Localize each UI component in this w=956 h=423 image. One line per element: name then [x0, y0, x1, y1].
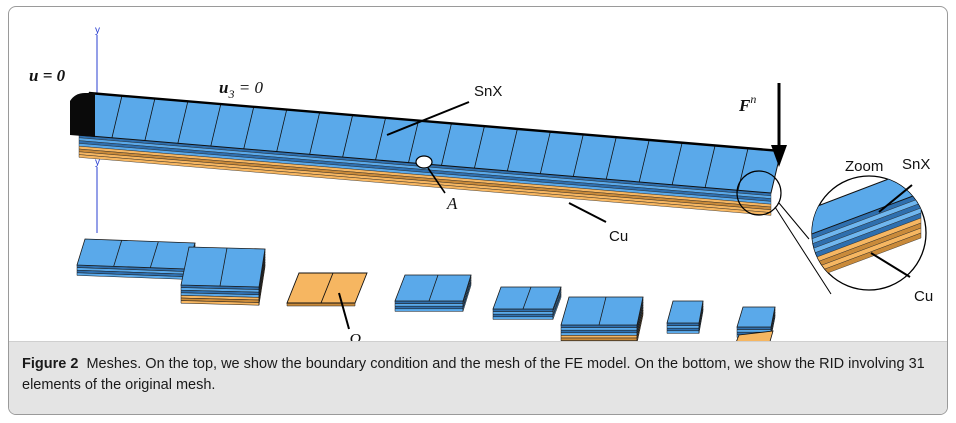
rid-group-1a	[76, 238, 196, 280]
rid-group-5-side-layer	[698, 308, 704, 334]
beam-mesh	[78, 91, 782, 216]
label-zoom: Zoom	[845, 158, 883, 175]
rid-group-4a-front-layer	[492, 316, 554, 320]
beam-layer	[78, 154, 772, 216]
rid-group-1b-element-edge	[219, 247, 228, 287]
label-u-zero: u = 0	[29, 66, 66, 85]
y-axis-top-label: y	[95, 25, 100, 36]
rid-group-4b-front-layer	[560, 335, 638, 339]
zoom-cu-leader	[870, 252, 911, 278]
beam-element-edge	[111, 95, 123, 138]
beam-element-edge	[506, 128, 518, 171]
figure-caption: Figure 2 Meshes. On the top, we show the…	[9, 341, 947, 414]
rid-group-5-front-layer	[666, 325, 700, 329]
rid-group-4b-front-layer	[560, 332, 638, 336]
beam-element-edge	[539, 131, 551, 174]
rid-omega-edge	[320, 272, 334, 304]
force-arrow-head	[771, 145, 787, 167]
rid-group-4a-front-layer	[492, 313, 554, 318]
rid-group-3-side-layer	[462, 282, 472, 312]
snx-leader	[386, 101, 470, 136]
mesh-diagram: y y u = 0	[29, 25, 933, 341]
rid-group-3-front-layer	[394, 303, 464, 307]
beam-element-edge	[144, 98, 156, 141]
label-u3-zero: u3 = 0	[219, 78, 263, 101]
rid-group-4b-front-layer	[560, 327, 638, 331]
label-zoom-snx: SnX	[902, 156, 930, 173]
y-axis-bottom-label: y	[95, 157, 100, 168]
figure-label: Figure 2	[22, 356, 79, 372]
rid-group-1b-top-face	[180, 246, 266, 288]
rid-group-4a-element-edge	[522, 286, 532, 310]
rid-group-omega	[286, 272, 368, 307]
zoom-layers	[812, 176, 922, 281]
rid-mesh	[76, 238, 776, 341]
clamped-boundary	[70, 93, 95, 137]
figure-frame: y y u = 0	[8, 6, 948, 415]
rid-group-4a-front-layer	[492, 311, 554, 315]
beam-element-edge	[638, 139, 650, 183]
rid-group-3-top-face	[394, 274, 472, 302]
point-a-leader	[427, 167, 446, 194]
rid-group-1a-top-face	[76, 238, 196, 270]
beam-element-edge	[441, 123, 452, 166]
rid-group-6-bottom	[736, 330, 774, 341]
rid-group-5-front-layer	[666, 330, 700, 334]
label-cu: Cu	[609, 228, 628, 245]
beam-element-edge	[375, 117, 386, 160]
zoom-snx-leader	[878, 184, 913, 213]
zoom-layer	[812, 232, 922, 281]
beam-element-edge	[342, 115, 354, 158]
rid-group-1b-side-layer	[258, 264, 266, 306]
label-force: Fn	[738, 92, 756, 115]
rid-group-3	[394, 274, 472, 312]
beam-element-edge	[408, 120, 419, 163]
figure-caption-text: Meshes. On the top, we show the boundary…	[22, 356, 925, 393]
beam-back-edge	[88, 91, 782, 153]
zoom-connector-top	[778, 202, 810, 240]
rid-group-1b	[180, 246, 266, 306]
rid-group-3-front-layer	[394, 308, 464, 312]
cu-leader	[568, 202, 607, 223]
rid-group-4b-front-layer	[560, 329, 638, 334]
label-zoom-cu: Cu	[914, 288, 933, 305]
label-point-a: A	[446, 194, 458, 213]
rid-group-1a-element-edge	[149, 241, 159, 268]
beam-element-edge	[671, 142, 683, 185]
beam-element-edge	[572, 134, 584, 177]
rid-group-5-top-face	[666, 300, 704, 324]
rid-group-4b-element-edge	[598, 296, 607, 326]
rid-group-4b-top-face	[560, 296, 644, 326]
omega-leader	[338, 292, 350, 330]
beam-element-edge	[474, 126, 485, 169]
rid-group-1a-element-edge	[113, 240, 123, 267]
rid-group-4b	[560, 296, 644, 341]
beam-element-edge	[605, 137, 617, 180]
beam-element-edge	[177, 101, 189, 144]
rid-group-3-element-edge	[428, 274, 439, 302]
beam-element-edge	[243, 106, 255, 149]
beam-element-edge	[704, 145, 716, 188]
beam-element-edge	[210, 103, 222, 147]
label-snx: SnX	[474, 83, 502, 100]
label-omega-z: ΩZ	[349, 330, 369, 341]
beam-element-edge	[276, 109, 288, 152]
rid-group-4b-side-layer	[636, 312, 644, 341]
rid-group-5	[666, 300, 704, 334]
rid-group-4a-side-layer	[552, 294, 562, 320]
rid-group-4a	[492, 286, 562, 320]
rid-group-6-cu-top	[736, 330, 774, 341]
rid-group-5-front-layer	[666, 327, 700, 332]
point-a-marker	[415, 155, 433, 169]
rid-group-3-front-layer	[394, 305, 464, 310]
beam-element-edge	[309, 112, 321, 155]
rid-group-6-top-top-face	[736, 306, 776, 328]
zoom-source-circle	[736, 170, 782, 216]
zoom-connector-bottom	[774, 206, 832, 295]
